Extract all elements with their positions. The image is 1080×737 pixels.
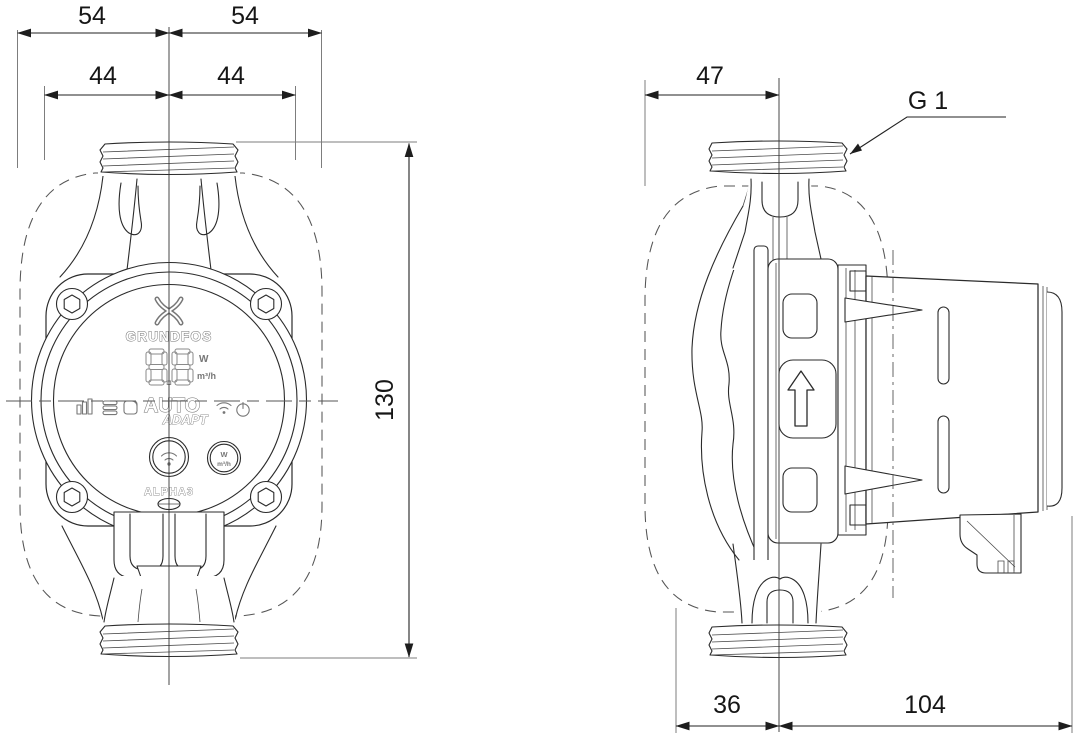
clip-top — [782, 293, 818, 339]
motor-end-cap — [1046, 291, 1063, 507]
power-status-icon — [236, 401, 250, 417]
union-clip-right — [196, 182, 220, 236]
side-housing-dashed-outline — [807, 185, 889, 613]
dim-bottom-left: 36 — [713, 691, 741, 719]
flow-arrow-icon — [787, 370, 815, 427]
dim-inner-left: 44 — [89, 62, 117, 90]
cooling-fin — [844, 297, 923, 323]
dim-height: 130 — [371, 379, 399, 421]
mode-auto-label: AUTO — [144, 395, 200, 417]
cooling-fin — [844, 465, 923, 495]
terminal-box — [959, 513, 1022, 574]
vent-slot — [937, 306, 950, 385]
display-unit-watt: W — [199, 354, 209, 365]
front-view-dimensions: 54 54 44 44 130 — [16, 2, 417, 659]
display-unit-flow: m³/h — [197, 371, 216, 381]
thread-size-callout: G 1 — [849, 87, 1006, 155]
pump-side-view — [644, 78, 1063, 732]
control-display: GRUNDFOS W m³/h — [76, 296, 250, 511]
pump-front-view: GRUNDFOS W m³/h — [6, 27, 338, 685]
flow-power-button: W m³/h — [206, 440, 242, 476]
dim-bottom-right: 104 — [904, 691, 946, 719]
plate-bolts — [55, 287, 283, 514]
union-clip-left — [118, 182, 142, 236]
front-housing-dashed-outline — [19, 172, 104, 617]
side-view-dimensions: 47 G 1 36 104 — [644, 62, 1073, 733]
side-bottom-threaded-port — [705, 624, 851, 660]
button-unit-flow: m³/h — [217, 461, 231, 468]
front-housing-dashed-outline — [234, 172, 323, 617]
button-unit-watt: W — [220, 450, 228, 459]
dim-inner-right: 44 — [217, 62, 245, 90]
side-top-threaded-port — [705, 140, 851, 175]
dim-outer-right: 54 — [231, 2, 259, 30]
thread-size-label: G 1 — [908, 87, 948, 115]
clip-bottom — [782, 467, 818, 513]
brand-wordmark: GRUNDFOS — [126, 329, 213, 344]
dim-outer-left: 54 — [78, 2, 106, 30]
mode-adapt-label: ADAPT — [162, 412, 209, 427]
vent-slot — [937, 415, 950, 494]
performance-bars-icon — [76, 398, 93, 415]
dim-port-to-face: 47 — [696, 62, 724, 90]
seven-segment-display — [145, 348, 194, 386]
model-label: ALPHA3 — [144, 486, 194, 498]
wifi-status-icon — [216, 402, 232, 414]
motor-housing — [865, 275, 1039, 525]
